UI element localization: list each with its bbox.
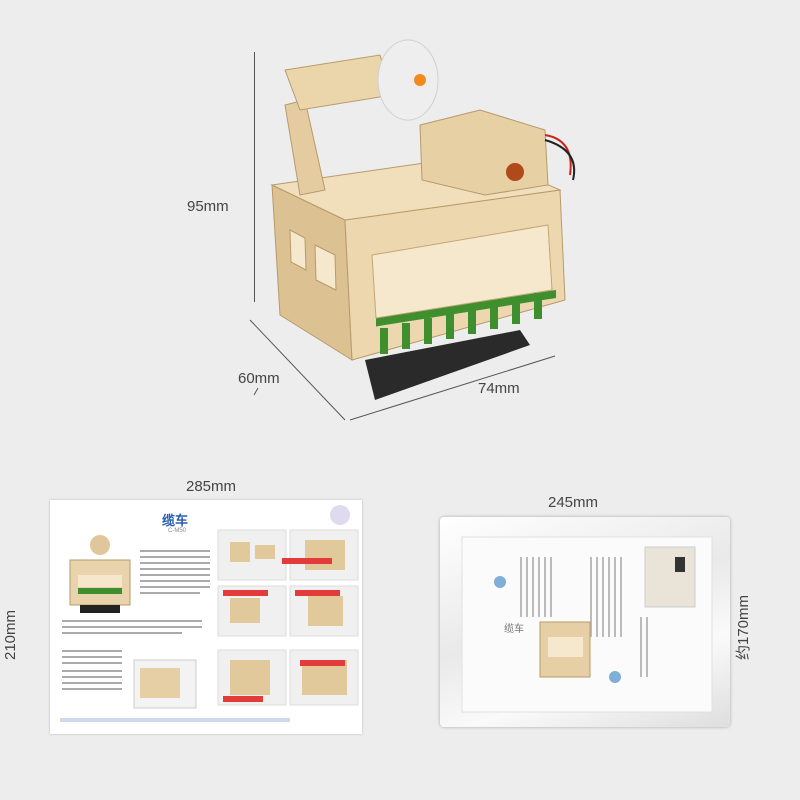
height-bag-label: 约170mm: [735, 594, 752, 660]
model-green-railing: [376, 289, 556, 354]
model-pulley: [377, 39, 439, 121]
model-side-window-1: [289, 229, 307, 271]
model-side-window-2: [314, 244, 337, 291]
width-sheet-label: 285mm: [186, 478, 237, 495]
package-bag: [440, 517, 730, 727]
width-model-label: 74mm: [478, 380, 520, 397]
height-model-label: 95mm: [187, 198, 229, 215]
sheet-title: 缆车: [162, 513, 189, 528]
model-base: [365, 330, 530, 400]
sheet-subtitle: C-M50: [168, 528, 187, 534]
model-wires: [544, 134, 572, 176]
depth-model-label: 60mm: [238, 370, 280, 387]
height-sheet-label: 210mm: [2, 609, 19, 660]
bag-contents: [461, 536, 713, 713]
height-dimension-line: [254, 52, 255, 302]
width-bag-label: 245mm: [548, 494, 599, 511]
model-orange-knob: [414, 74, 426, 86]
instruction-sheet: 缆车 C-M50: [50, 500, 362, 734]
model-window: [371, 224, 553, 319]
sheet-illustrations: [60, 505, 359, 722]
bag-label: 缆车: [504, 624, 524, 635]
model-motor-hole: [506, 163, 524, 181]
